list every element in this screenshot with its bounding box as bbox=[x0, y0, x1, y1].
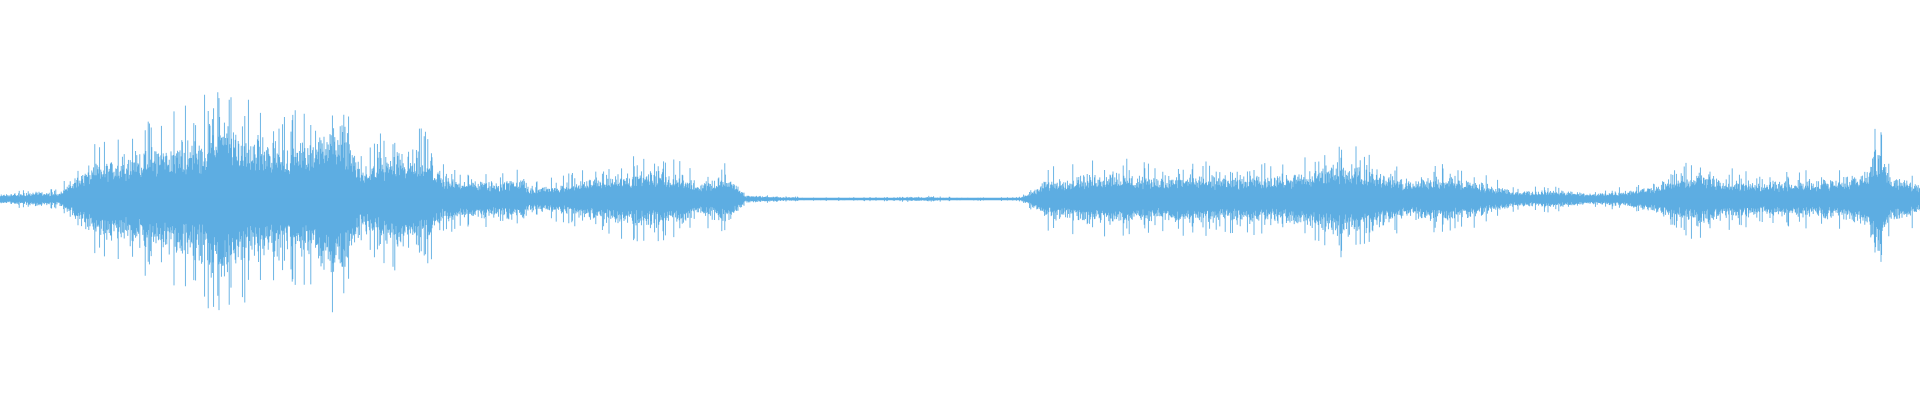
waveform-bars bbox=[0, 92, 1920, 313]
